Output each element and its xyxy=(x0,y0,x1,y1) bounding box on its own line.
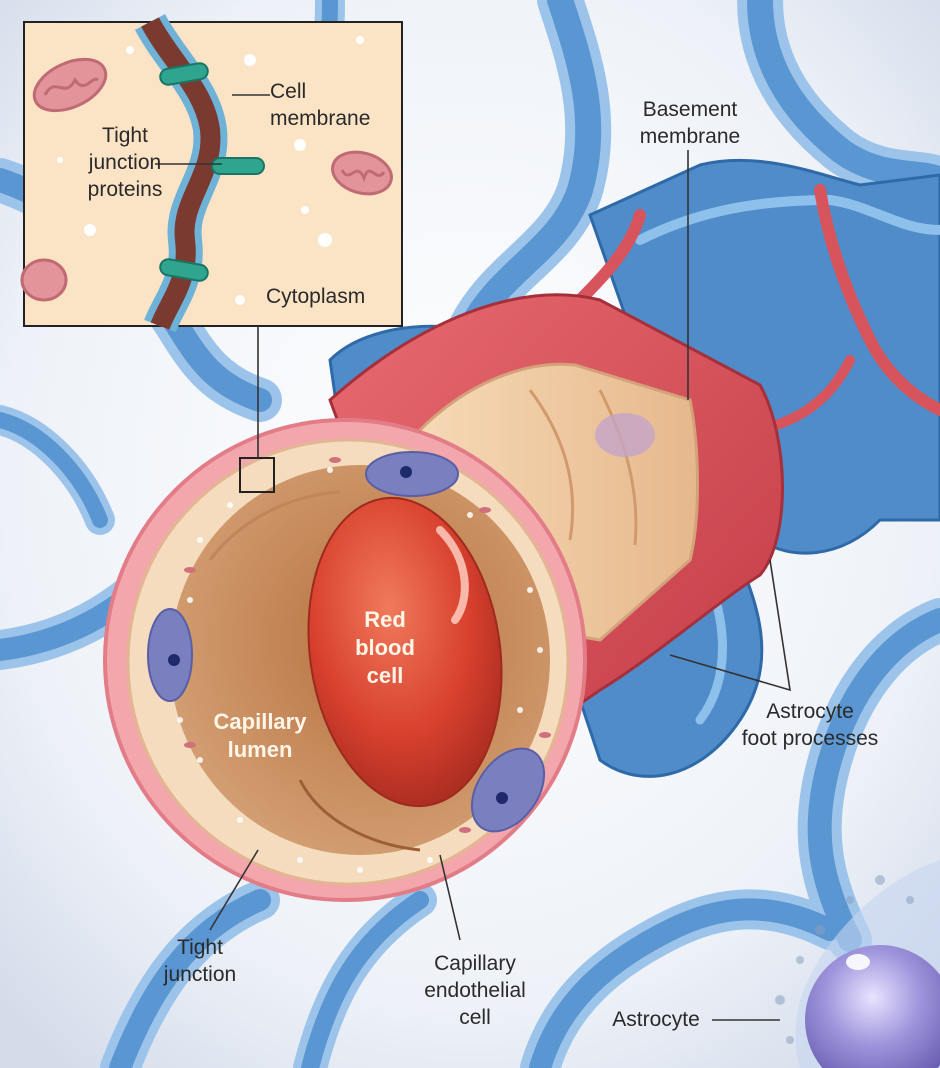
cytoplasm-granules xyxy=(57,36,364,305)
label-cytoplasm: Cytoplasm xyxy=(266,285,366,308)
endothelial-mitochondria xyxy=(184,457,551,833)
endothelial-cell-boundary xyxy=(528,389,575,541)
lumen-inner-ridge-2 xyxy=(298,779,421,852)
label-red-blood-cell: Red blood cell xyxy=(355,607,415,688)
endothelial-cell-boundary-2 xyxy=(598,389,638,546)
red-blood-cell xyxy=(307,496,503,808)
tight-junction-protein-icons xyxy=(159,62,265,282)
label-tight-junction-proteins: Tight junction proteins xyxy=(87,124,163,201)
mitochondrion xyxy=(20,57,393,302)
label-astrocyte: Astrocyte xyxy=(612,1008,700,1031)
label-tight-junction: Tight junction xyxy=(163,936,237,986)
label-astrocyte-foot-processes: Astrocyte foot processes xyxy=(741,700,879,750)
label-capillary-lumen: Capillary lumen xyxy=(213,709,307,762)
endothelial-nucleus-back xyxy=(595,413,655,457)
label-basement-membrane: Basement membrane xyxy=(639,98,741,148)
leader-lines xyxy=(155,94,791,1021)
lumen-inner-ridge xyxy=(208,490,341,561)
endothelial-vesicles xyxy=(177,467,543,873)
label-capillary-endothelial-cell: Capillary endothelial cell xyxy=(424,952,526,1029)
astrocyte-soma xyxy=(775,860,940,1068)
label-cell-membrane: Cell membrane xyxy=(270,80,371,130)
endothelial-nuclei xyxy=(147,451,546,833)
tight-junction-inset xyxy=(20,13,403,333)
tight-junction-zoom-box xyxy=(239,457,275,493)
